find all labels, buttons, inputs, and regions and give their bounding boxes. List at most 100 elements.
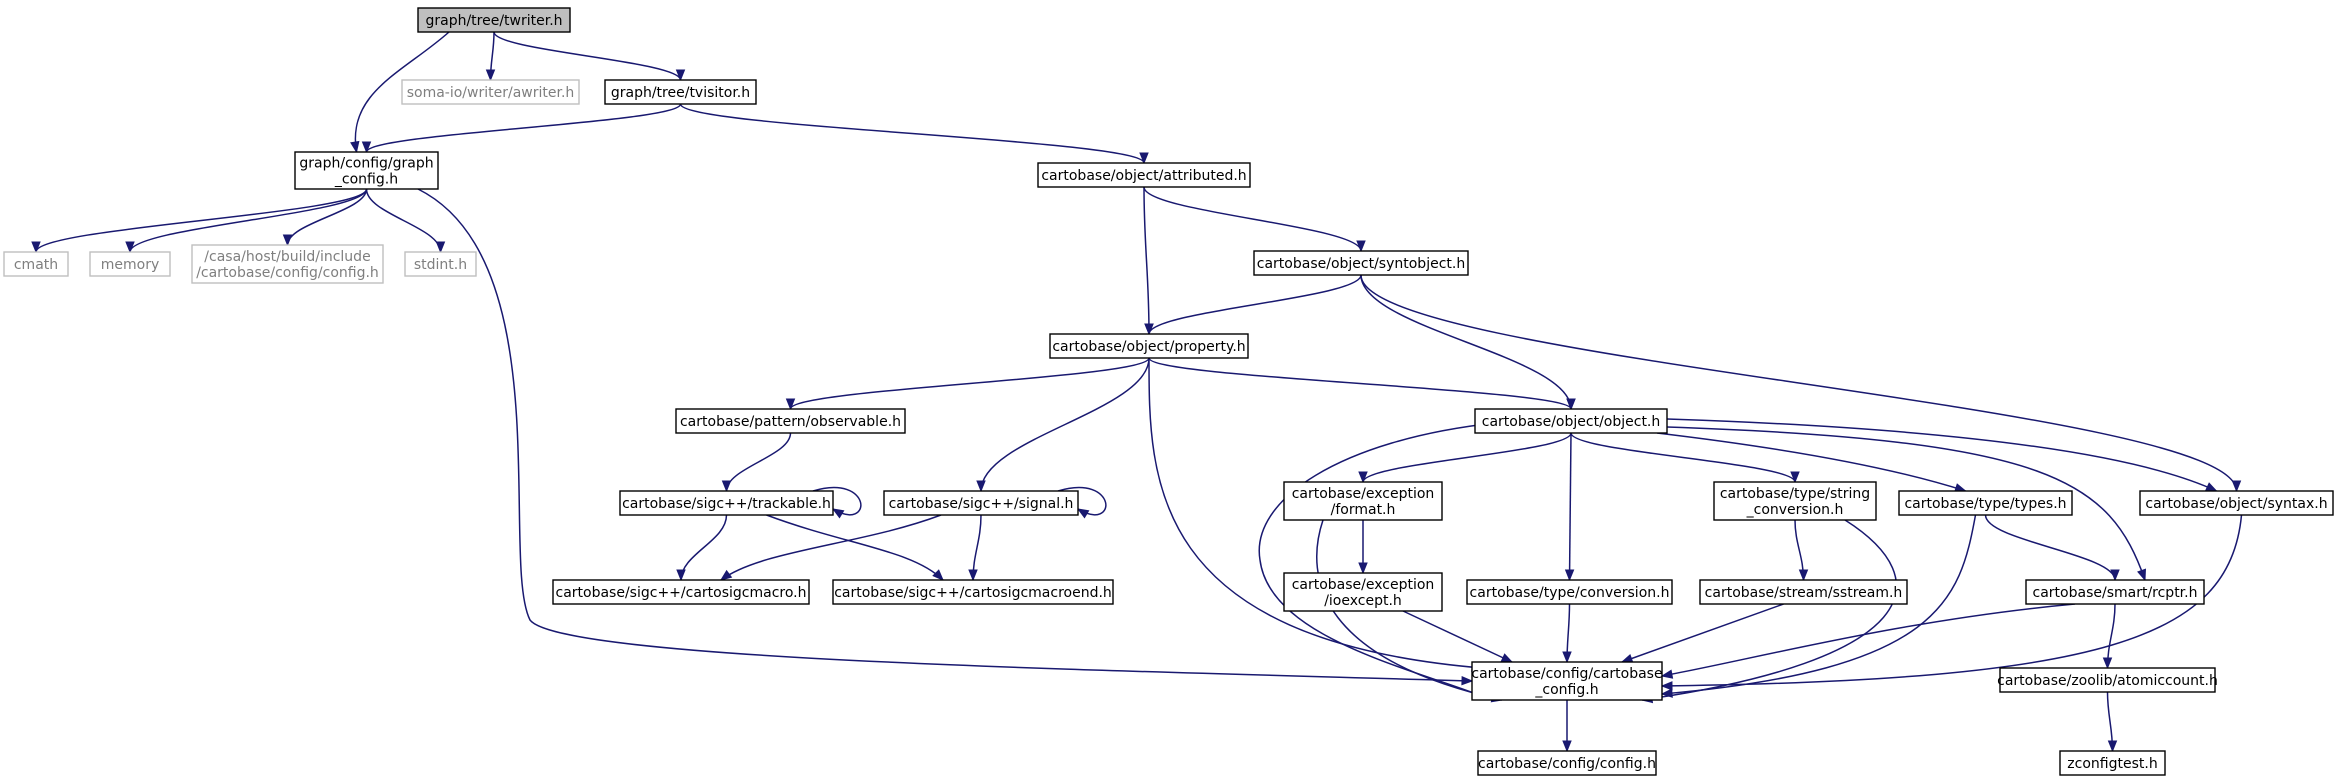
edge-type_conversion-to-cartobase_config	[1562, 603, 1572, 664]
node-zconfigtest[interactable]: zconfigtest.h	[2059, 750, 2166, 776]
nodes-layer: graph/tree/twriter.hsoma-io/writer/awrit…	[3, 7, 2334, 776]
edge-object-to-string_conversion-line	[1570, 432, 1796, 483]
node-atomiccount[interactable]: cartobase/zoolib/atomiccount.h	[1997, 667, 2218, 693]
node-config-label: cartobase/config/config.h	[1478, 756, 1656, 772]
edge-tvisitor-to-attributed	[679, 103, 1149, 165]
edge-object-to-cartobase_config	[1258, 422, 1496, 701]
node-property[interactable]: cartobase/object/property.h	[1049, 333, 1249, 359]
node-cartobase_config[interactable]: cartobase/config/cartobase_config.h	[1471, 661, 1663, 701]
node-stdint-label: stdint.h	[414, 257, 467, 273]
node-cmath-label: cmath	[14, 257, 58, 273]
node-zconfigtest-box	[2059, 750, 2166, 776]
edge-tvisitor-to-attributed-line	[679, 103, 1145, 164]
edge-signal-to-signal-arrowhead	[1076, 508, 1090, 519]
edge-object-to-cartobase_config-line	[1258, 422, 1496, 701]
node-attributed[interactable]: cartobase/object/attributed.h	[1037, 162, 1251, 188]
edge-twriter-to-graph_config-arrowhead	[350, 140, 360, 154]
node-memory-label: memory	[101, 257, 160, 273]
edge-object-to-exception_format	[1358, 432, 1572, 484]
edge-graph_config-to-cartobase_config-line	[417, 188, 1473, 682]
node-property-box	[1049, 333, 1249, 359]
node-trackable-label: cartobase/sigc++/trackable.h	[622, 496, 831, 512]
node-twriter-box	[417, 7, 571, 33]
node-observable[interactable]: cartobase/pattern/observable.h	[675, 408, 906, 434]
node-tvisitor[interactable]: graph/tree/tvisitor.h	[604, 79, 757, 105]
edge-signal-to-cartosigcmacro-line	[720, 514, 942, 581]
edge-syntobject-to-property-arrowhead	[1144, 323, 1154, 336]
node-trackable[interactable]: cartobase/sigc++/trackable.h	[619, 490, 834, 516]
node-graph_config-label: graph/config/graph	[299, 156, 433, 172]
edge-graph_config-to-stdint-line	[365, 188, 442, 253]
edge-trackable-to-cartosigcmacro	[676, 514, 728, 582]
node-syntax[interactable]: cartobase/object/syntax.h	[2139, 490, 2334, 516]
node-sstream[interactable]: cartobase/stream/sstream.h	[1699, 579, 1908, 605]
edge-object-to-types-line	[1656, 432, 1966, 492]
node-graph_config[interactable]: graph/config/graph_config.h	[294, 151, 439, 190]
edge-syntobject-to-syntax	[1360, 274, 2242, 493]
edge-types-to-cartobase_config-arrowhead	[1660, 688, 1673, 698]
edge-trackable-to-trackable	[812, 486, 862, 519]
node-ioexcept[interactable]: cartobase/exception/ioexcept.h	[1283, 572, 1443, 612]
edge-property-to-observable-line	[789, 357, 1150, 410]
node-exception_format-box	[1283, 481, 1443, 521]
edge-types-to-cartobase_config	[1660, 514, 1977, 698]
node-syntobject[interactable]: cartobase/object/syntobject.h	[1253, 250, 1469, 276]
edge-graph_config-to-stdint-arrowhead	[435, 241, 446, 254]
node-cartosigcmacro-label: cartobase/sigc++/cartosigcmacro.h	[556, 585, 807, 601]
edge-syntobject-to-syntax-line	[1360, 274, 2238, 492]
edge-property-to-signal	[976, 357, 1150, 493]
edge-graph_config-to-cartobase_config-arrowhead	[1461, 675, 1474, 686]
node-cartosigcmacroend[interactable]: cartobase/sigc++/cartosigcmacroend.h	[832, 579, 1114, 605]
node-cartosigcmacroend-label: cartobase/sigc++/cartosigcmacroend.h	[834, 585, 1112, 601]
edge-signal-to-cartosigcmacroend	[968, 514, 982, 582]
node-stdint: stdint.h	[404, 251, 477, 277]
node-types-label: cartobase/type/types.h	[1904, 496, 2066, 512]
edge-trackable-to-cartosigcmacroend-line	[766, 514, 944, 581]
edge-tvisitor-to-attributed-arrowhead	[1139, 152, 1149, 165]
edge-rcptr-to-cartobase_config-line	[1661, 603, 2076, 677]
edge-object-to-string_conversion	[1570, 432, 1800, 484]
edge-atomiccount-to-zconfigtest	[2106, 691, 2118, 753]
node-exception_format[interactable]: cartobase/exception/format.h	[1283, 481, 1443, 521]
edge-tvisitor-to-graph_config-arrowhead	[361, 141, 372, 154]
node-syntobject-box	[1253, 250, 1469, 276]
edge-trackable-to-trackable-arrowhead	[831, 508, 845, 519]
edge-rcptr-to-cartobase_config	[1660, 603, 2076, 679]
node-type_conversion[interactable]: cartobase/type/conversion.h	[1466, 579, 1673, 605]
node-config[interactable]: cartobase/config/config.h	[1477, 750, 1657, 776]
edge-type_conversion-to-cartobase_config-arrowhead	[1562, 651, 1572, 664]
edge-graph_config-to-casa_config-arrowhead	[282, 234, 293, 247]
node-types[interactable]: cartobase/type/types.h	[1898, 490, 2073, 516]
edge-object-to-syntax-line	[1666, 418, 2217, 492]
edge-trackable-to-cartosigcmacroend-arrowhead	[932, 569, 944, 581]
node-object[interactable]: cartobase/object/object.h	[1474, 408, 1668, 434]
node-config-box	[1477, 750, 1657, 776]
edge-attributed-to-syntobject	[1143, 186, 1366, 253]
node-rcptr[interactable]: cartobase/smart/rcptr.h	[2025, 579, 2205, 605]
node-string_conversion[interactable]: cartobase/type/string_conversion.h	[1713, 481, 1877, 521]
edge-syntax-to-cartobase_config	[1660, 514, 2243, 691]
node-sstream-box	[1699, 579, 1908, 605]
edge-string_conversion-to-cartobase_config-line	[1641, 519, 1897, 701]
node-ioexcept-label: cartobase/exception	[1292, 577, 1435, 593]
node-twriter-label: graph/tree/twriter.h	[425, 13, 562, 29]
edge-syntobject-to-syntax-arrowhead	[2231, 480, 2242, 493]
edge-exception_format-to-ioexcept-arrowhead	[1358, 562, 1368, 575]
node-stdint-box	[404, 251, 477, 277]
edge-graph_config-to-memory-arrowhead	[125, 241, 135, 254]
node-cartosigcmacro[interactable]: cartobase/sigc++/cartosigcmacro.h	[552, 579, 810, 605]
edge-object-to-string_conversion-arrowhead	[1790, 471, 1800, 484]
node-signal[interactable]: cartobase/sigc++/signal.h	[883, 490, 1079, 516]
edge-tvisitor-to-graph_config-line	[365, 103, 682, 153]
node-cmath: cmath	[3, 251, 69, 277]
edge-property-to-observable	[785, 357, 1150, 411]
node-twriter[interactable]: graph/tree/twriter.h	[417, 7, 571, 33]
node-string_conversion-label: cartobase/type/string	[1720, 486, 1870, 502]
edge-syntobject-to-object-line	[1360, 274, 1572, 410]
edge-attributed-to-property-line	[1143, 186, 1150, 335]
edge-object-to-rcptr	[1666, 426, 2147, 582]
edge-string_conversion-to-sstream	[1794, 519, 1809, 582]
edge-signal-to-cartosigcmacro	[719, 514, 942, 581]
edge-graph_config-to-stdint	[365, 188, 446, 254]
